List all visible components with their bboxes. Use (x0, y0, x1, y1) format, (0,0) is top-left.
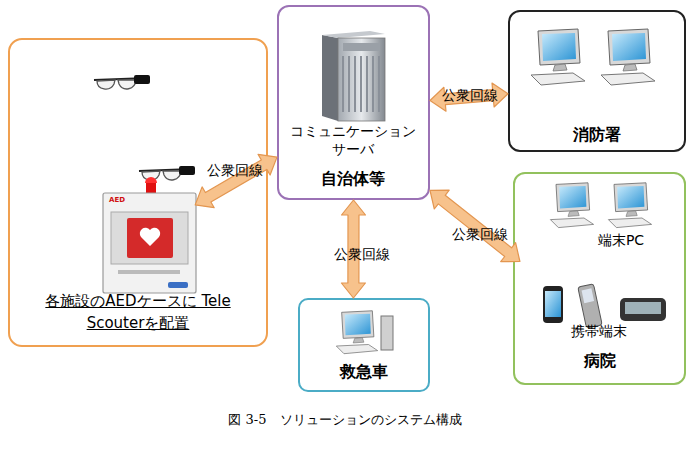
maker-logo (168, 282, 188, 288)
double-arrow (430, 190, 520, 261)
node-title: 救急車 (304, 361, 424, 383)
pc-icon (336, 311, 377, 354)
line-label: 公衆回線 (190, 161, 280, 180)
line-label: 公衆回線 (425, 86, 515, 105)
line-label: 公衆回線 (317, 245, 407, 264)
aed-case (103, 193, 196, 293)
node-text: 携帯端末 (549, 322, 649, 341)
smart-glasses (94, 75, 150, 89)
phone-screen (545, 291, 561, 317)
node-title: 消防署 (517, 124, 677, 146)
node-title: 病院 (550, 350, 650, 372)
server-side (322, 35, 338, 121)
pc-tower (381, 316, 393, 350)
pager-screen (625, 302, 661, 314)
flip-phone (578, 284, 602, 328)
figure-caption: 図 3-5 ソリューションのシステム構成 (135, 411, 555, 429)
server-top (322, 31, 385, 38)
pager (620, 298, 666, 321)
pc-icon (531, 29, 585, 85)
pc-icon (550, 183, 593, 228)
smartphone (543, 286, 563, 323)
node-box: 救急車 (298, 298, 430, 392)
pc-icon (601, 29, 655, 85)
node-text: 各施設のAEDケースに Tele Scouterを配置 (43, 290, 233, 334)
server-slots (343, 56, 379, 112)
aed-device (127, 218, 173, 258)
node-title: 自治体等 (283, 168, 423, 190)
node-box: コミュニケーション サーバ自治体等 (277, 5, 430, 200)
node-box: 各施設のAEDケースに Tele Scouterを配置 (8, 38, 268, 347)
smart-glasses (139, 166, 195, 180)
node-box: 消防署 (508, 10, 686, 152)
aed-plate (118, 270, 180, 274)
alarm-light (145, 177, 157, 183)
node-text: コミュニケーション サーバ (281, 122, 426, 158)
heart-symbol (140, 228, 160, 246)
server-front (338, 38, 385, 121)
phone-screen (582, 288, 594, 303)
line-label: 公衆回線 (435, 225, 525, 244)
node-box: 端末PC 携帯端末病院 (513, 172, 686, 385)
aed-text: AED (102, 196, 132, 205)
pc-icon (608, 183, 651, 228)
node-text: 端末PC (571, 231, 671, 250)
aed-window (111, 212, 188, 264)
server-bay (343, 43, 380, 51)
